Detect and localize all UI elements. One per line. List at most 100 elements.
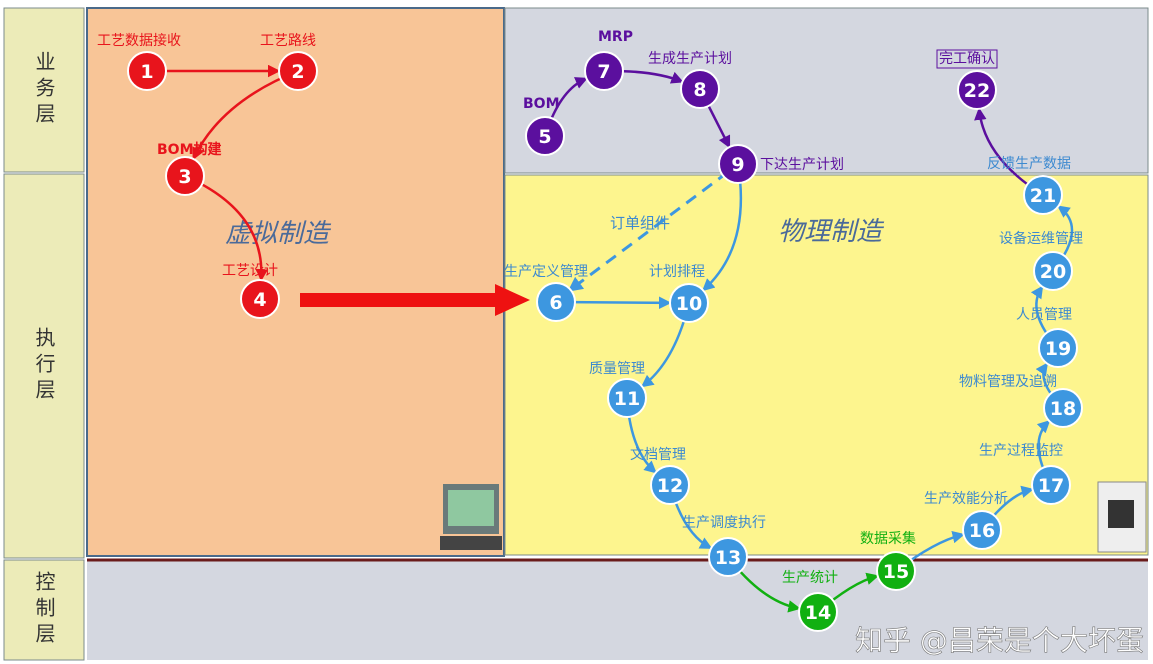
node-number: 7 — [597, 61, 610, 83]
node-8[interactable]: 8 生成生产计划 — [648, 51, 732, 109]
node-circle — [1038, 328, 1078, 368]
node-label: 计划排程 — [649, 264, 705, 280]
node-label: 工艺设计 — [222, 263, 278, 279]
node-number: 20 — [1040, 261, 1066, 283]
node-number: 19 — [1045, 338, 1071, 360]
node-circle — [708, 537, 748, 577]
node-label: 文档管理 — [630, 447, 686, 463]
node-label: 生产效能分析 — [924, 491, 1008, 507]
node-circle — [1023, 175, 1063, 215]
layer-execution-label: 执行层 — [32, 327, 56, 405]
node-10[interactable]: 10 计划排程 — [649, 264, 709, 323]
node-circle — [1031, 465, 1071, 505]
node-circle — [584, 51, 624, 91]
node-number: 1 — [140, 61, 153, 83]
node-number: 8 — [693, 79, 706, 101]
node-number: 2 — [291, 61, 304, 83]
node-number: 17 — [1038, 475, 1064, 497]
node-1[interactable]: 1 工艺数据接收 — [97, 32, 181, 91]
node-circle — [165, 156, 205, 196]
layer-business-label: 业务层 — [32, 51, 56, 129]
node-label: 设备运维管理 — [999, 230, 1083, 247]
node-22[interactable]: 22 完工确认 — [936, 49, 998, 110]
node-21[interactable]: 21 反馈生产数据 — [987, 156, 1071, 215]
node-number: 6 — [549, 292, 562, 314]
node-circle — [957, 70, 997, 110]
watermark: 知乎 @昌荣是个大坏蛋 — [855, 624, 1144, 657]
node-circle — [669, 283, 709, 323]
node-number: 22 — [964, 80, 990, 102]
node-13[interactable]: 13 生产调度执行 — [682, 515, 766, 577]
layer-execution: 执行层 — [4, 174, 84, 558]
node-number: 5 — [538, 126, 551, 148]
node-number: 14 — [805, 602, 831, 624]
node-circle — [127, 51, 167, 91]
node-label: 生产定义管理 — [504, 264, 588, 280]
dashed-edge-label: 订单组件 — [610, 214, 670, 232]
node-number: 12 — [657, 475, 683, 497]
business-region — [504, 7, 1149, 174]
machine-icon — [1097, 481, 1147, 553]
layer-business: 业务层 — [4, 8, 84, 172]
node-label: 下达生产计划 — [760, 157, 844, 173]
node-label: 完工确认 — [939, 51, 995, 67]
label-box — [936, 49, 998, 69]
node-15[interactable]: 15 数据采集 — [860, 530, 916, 591]
node-circle — [240, 279, 280, 319]
node-number: 21 — [1030, 185, 1056, 207]
node-12[interactable]: 12 文档管理 — [630, 447, 690, 505]
node-9[interactable]: 9 下达生产计划 — [718, 144, 844, 184]
node-2[interactable]: 2 工艺路线 — [260, 33, 318, 91]
node-circle — [525, 116, 565, 156]
node-circle — [650, 465, 690, 505]
node-20[interactable]: 20 设备运维管理 — [999, 230, 1083, 291]
node-label: 工艺数据接收 — [97, 32, 181, 49]
node-label: BOM — [523, 96, 560, 112]
node-circle — [876, 551, 916, 591]
node-label: MRP — [598, 29, 633, 45]
node-label: 工艺路线 — [260, 33, 316, 49]
layer-control-label: 控制层 — [32, 571, 56, 649]
node-7[interactable]: 7 MRP — [584, 29, 633, 91]
node-label: 生产统计 — [782, 570, 838, 586]
node-label: 生成生产计划 — [648, 51, 732, 67]
node-number: 16 — [969, 520, 995, 542]
node-11[interactable]: 11 质量管理 — [589, 361, 647, 418]
node-circle — [680, 69, 720, 109]
node-circle — [536, 282, 576, 322]
node-6[interactable]: 6 生产定义管理 — [504, 264, 588, 322]
node-label: 生产调度执行 — [682, 515, 766, 531]
virtual-region — [86, 7, 505, 557]
virtual-label: 虚拟制造 — [225, 219, 332, 249]
node-number: 15 — [883, 561, 909, 583]
layer-execution-cell — [3, 173, 85, 559]
node-number: 18 — [1050, 398, 1076, 420]
node-14[interactable]: 14 生产统计 — [782, 570, 838, 632]
node-circle — [607, 378, 647, 418]
node-label: 质量管理 — [589, 361, 645, 377]
node-number: 13 — [715, 547, 741, 569]
node-label: 数据采集 — [860, 530, 916, 547]
layer-control: 控制层 — [4, 560, 84, 660]
node-circle — [1043, 388, 1083, 428]
node-16[interactable]: 16 生产效能分析 — [924, 491, 1008, 550]
node-circle — [1033, 251, 1073, 291]
node-number: 9 — [731, 154, 744, 176]
node-circle — [962, 510, 1002, 550]
node-number: 3 — [178, 166, 191, 188]
order-dashed-edge — [567, 170, 729, 292]
node-label: 反馈生产数据 — [987, 156, 1071, 172]
node-5[interactable]: 5 BOM — [523, 96, 565, 156]
node-number: 10 — [676, 293, 702, 315]
node-3[interactable]: 3 BOM构建 — [157, 141, 222, 196]
node-19[interactable]: 19 人员管理 — [1016, 307, 1078, 368]
node-label: 人员管理 — [1016, 307, 1072, 323]
node-number: 11 — [614, 388, 640, 410]
control-region — [87, 560, 1148, 660]
node-label: BOM构建 — [157, 141, 222, 158]
